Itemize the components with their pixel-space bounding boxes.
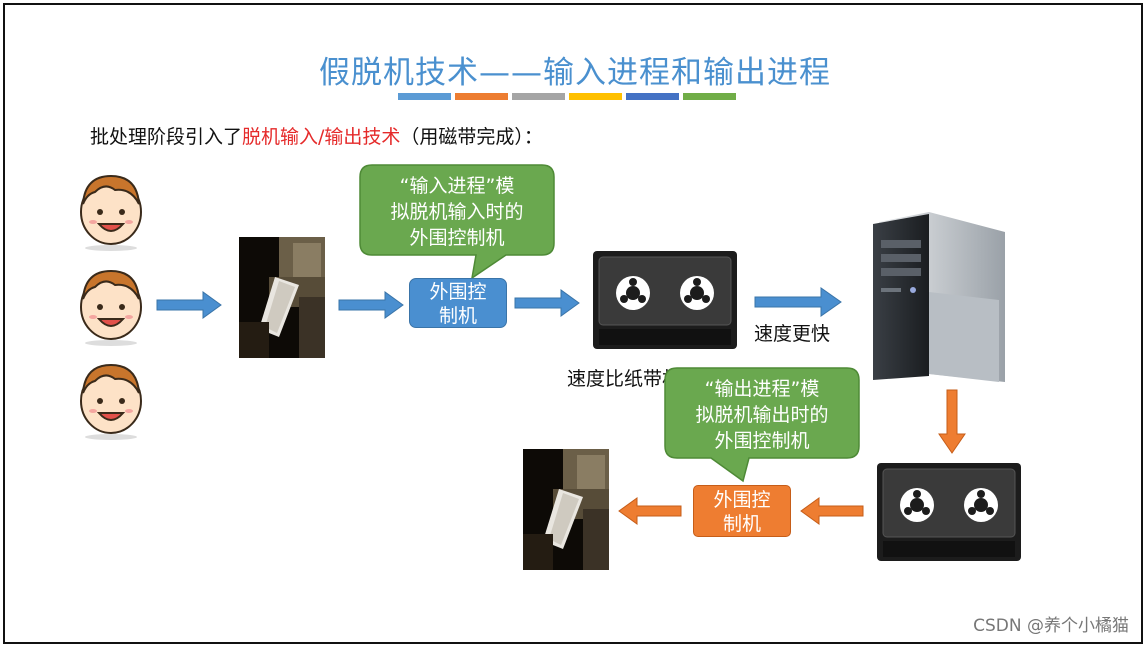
controller-label-line: 外围控 <box>713 489 771 511</box>
callout-line: 外围控制机 <box>714 430 810 452</box>
subtitle-suffix: （用磁带完成）： <box>400 126 543 148</box>
callout-line: 外围控制机 <box>409 227 505 249</box>
input-peripheral-controller-box: 外围控 制机 <box>409 278 507 328</box>
slide-title: 假脱机技术——输入进程和输出进程 <box>319 55 831 91</box>
slide: 假脱机技术——输入进程和输出进程 批处理阶段引入了脱机输入/输出技术（用磁带完成… <box>3 3 1143 644</box>
stripe <box>569 93 622 100</box>
subtitle-highlight: 脱机输入/输出技术 <box>242 126 401 148</box>
input-process-callout-text: “输入进程”模 拟脱机输入时的 外围控制机 <box>360 173 554 251</box>
arrow-right-icon <box>338 291 404 319</box>
stripe <box>512 93 565 100</box>
callout-line: “输入进程”模 <box>399 175 515 197</box>
stripe <box>455 93 508 100</box>
magnetic-tape-icon <box>877 463 1021 561</box>
arrow-right-icon <box>514 289 580 317</box>
callout-line: 拟脱机输入时的 <box>390 201 524 223</box>
output-process-callout-text: “输出进程”模 拟脱机输出时的 外围控制机 <box>665 376 859 454</box>
subtitle-prefix: 批处理阶段引入了 <box>90 126 243 148</box>
computer-tower-icon <box>873 212 1005 382</box>
arrow-right-icon <box>156 291 222 319</box>
stripe <box>683 93 736 100</box>
user-face-icon <box>80 269 142 346</box>
input-process-callout-bubble <box>359 164 555 280</box>
arrow-down-icon <box>938 389 966 454</box>
arrow-left-icon <box>800 497 864 525</box>
output-peripheral-controller-box: 外围控 制机 <box>693 485 791 537</box>
paper-tape-machine-image <box>523 449 609 570</box>
magnetic-tape-icon <box>593 251 737 349</box>
subtitle: 批处理阶段引入了脱机输入/输出技术（用磁带完成）： <box>90 122 543 149</box>
stripe <box>626 93 679 100</box>
arrow-left-icon <box>618 497 682 525</box>
controller-label-line: 外围控 <box>429 281 487 303</box>
user-face-icon <box>80 363 142 440</box>
controller-label-line: 制机 <box>722 513 761 535</box>
output-process-callout-bubble <box>664 367 860 483</box>
arrow-right-icon <box>754 287 842 317</box>
watermark: CSDN @养个小橘猫 <box>973 616 1129 636</box>
callout-line: “输出进程”模 <box>704 378 820 400</box>
user-face-icon <box>80 174 142 251</box>
speed-faster-label: 速度更快 <box>754 323 831 345</box>
callout-line: 拟脱机输出时的 <box>695 404 829 426</box>
controller-label-line: 制机 <box>438 305 477 327</box>
paper-tape-machine-image <box>239 237 325 358</box>
stripe <box>398 93 451 100</box>
